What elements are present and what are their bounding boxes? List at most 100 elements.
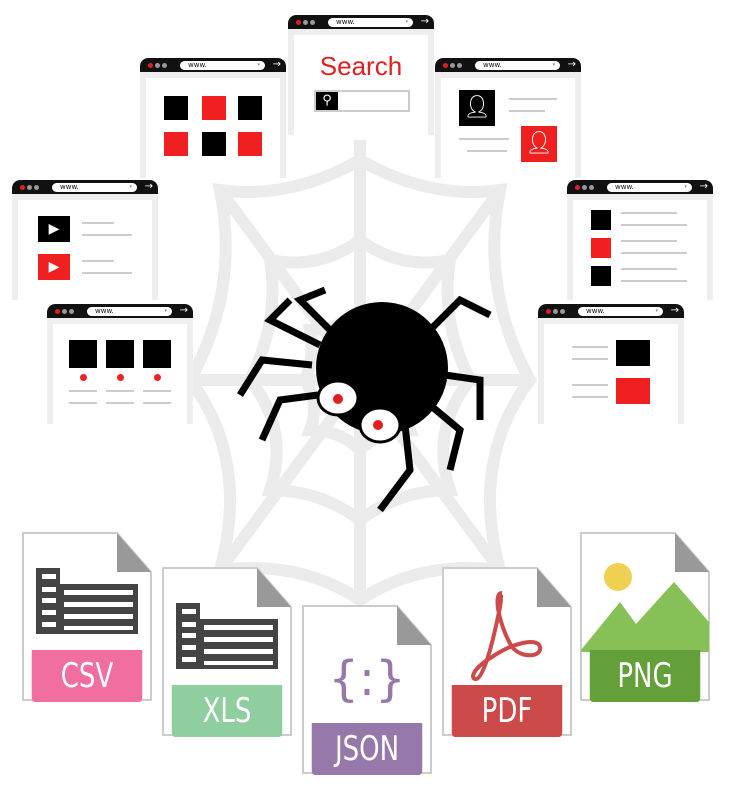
mountain-icon (581, 582, 709, 652)
file-label: PDF (451, 685, 563, 737)
text-line (572, 384, 608, 386)
dot-icon (582, 185, 587, 190)
dot-icon (450, 63, 455, 68)
url-bar: www. (87, 307, 172, 316)
list-bullet (591, 238, 611, 258)
dot-icon (575, 185, 580, 190)
product-tile (143, 340, 171, 368)
grid-tile (238, 96, 262, 120)
url-bar: www. (578, 307, 663, 316)
arrow-right-icon: → (144, 181, 153, 192)
magnifier-icon: ⚲ (316, 92, 338, 110)
text-line (82, 234, 132, 236)
browser-window-video: www. → ▶ ▶ (12, 180, 158, 300)
media-tile (616, 378, 650, 404)
list-bullet (591, 266, 611, 286)
url-bar: www. (180, 61, 265, 70)
dot-icon (69, 309, 74, 314)
sun-icon (604, 563, 632, 591)
text-line (509, 98, 557, 100)
file-pdf: PDF (442, 567, 572, 737)
user-icon: 👤︎ (459, 90, 495, 126)
text-line (143, 390, 171, 392)
text-line (621, 224, 687, 226)
url-bar: www. (328, 18, 413, 27)
dot-icon (162, 63, 167, 68)
text-line (82, 272, 132, 274)
user-icon: 👤︎ (521, 126, 557, 162)
play-icon: ▶ (38, 216, 70, 242)
text-line (572, 396, 608, 398)
file-label: JSON (311, 723, 423, 775)
dot-icon (553, 309, 558, 314)
text-line (143, 402, 171, 404)
browser-window-profile: www. → 👤︎ 👤︎ (435, 58, 581, 178)
arrow-right-icon: → (179, 305, 188, 316)
file-csv: CSV (22, 532, 152, 702)
file-label: XLS (171, 685, 283, 737)
list-bullet (591, 210, 611, 230)
text-line (69, 402, 97, 404)
grid-tile (202, 132, 226, 156)
dot-icon (148, 63, 153, 68)
dot-icon (27, 185, 32, 190)
text-line (69, 390, 97, 392)
text-line (621, 268, 677, 270)
file-xls: XLS (162, 567, 292, 737)
text-line (621, 280, 687, 282)
grid-tile (164, 132, 188, 156)
dot-icon (303, 20, 308, 25)
grid-tile (164, 96, 188, 120)
arrow-right-icon: → (670, 305, 679, 316)
text-line (572, 346, 608, 348)
dot-icon (560, 309, 565, 314)
dot-icon (310, 20, 315, 25)
grid-tile (238, 132, 262, 156)
dot-icon (457, 63, 462, 68)
acrobat-icon (471, 591, 543, 682)
text-line (106, 390, 134, 392)
arrow-right-icon: → (567, 59, 576, 70)
text-line (82, 260, 114, 262)
file-json: {:} JSON (302, 605, 432, 775)
search-input: ⚲ (314, 90, 410, 112)
braces-icon: {:} (328, 651, 405, 707)
text-line (467, 150, 507, 152)
arrow-right-icon: → (699, 181, 708, 192)
dot-icon (443, 63, 448, 68)
dot-icon (154, 374, 161, 381)
play-icon: ▶ (38, 254, 70, 280)
browser-window-search: www.→ Search ⚲ (288, 15, 434, 135)
grid-tile (202, 96, 226, 120)
file-label: PNG (589, 650, 701, 702)
browser-window-grid: www. → (140, 58, 286, 178)
dot-icon (62, 309, 67, 314)
dot-icon (546, 309, 551, 314)
text-line (509, 110, 545, 112)
url-bar: www. (607, 183, 692, 192)
dot-icon (589, 185, 594, 190)
product-tile (69, 340, 97, 368)
text-line (621, 212, 677, 214)
text-line (621, 240, 677, 242)
browser-window-media: www. → (538, 304, 684, 424)
file-png: PNG (580, 532, 710, 702)
text-line (459, 138, 509, 140)
dot-icon (55, 309, 60, 314)
media-tile (616, 340, 650, 366)
search-title: Search (319, 51, 403, 81)
url-bar: www. (52, 183, 137, 192)
text-line (621, 252, 687, 254)
file-label: CSV (31, 650, 143, 702)
close-dot-icon (296, 20, 301, 25)
browser-window-list: www. → (567, 180, 713, 300)
text-line (106, 402, 134, 404)
dot-icon (20, 185, 25, 190)
browser-window-products: www. → (47, 304, 193, 424)
text-line (82, 222, 114, 224)
url-bar: www. (475, 61, 560, 70)
dot-icon (80, 374, 87, 381)
dot-icon (155, 63, 160, 68)
arrow-right-icon: → (272, 59, 281, 70)
dot-icon (34, 185, 39, 190)
